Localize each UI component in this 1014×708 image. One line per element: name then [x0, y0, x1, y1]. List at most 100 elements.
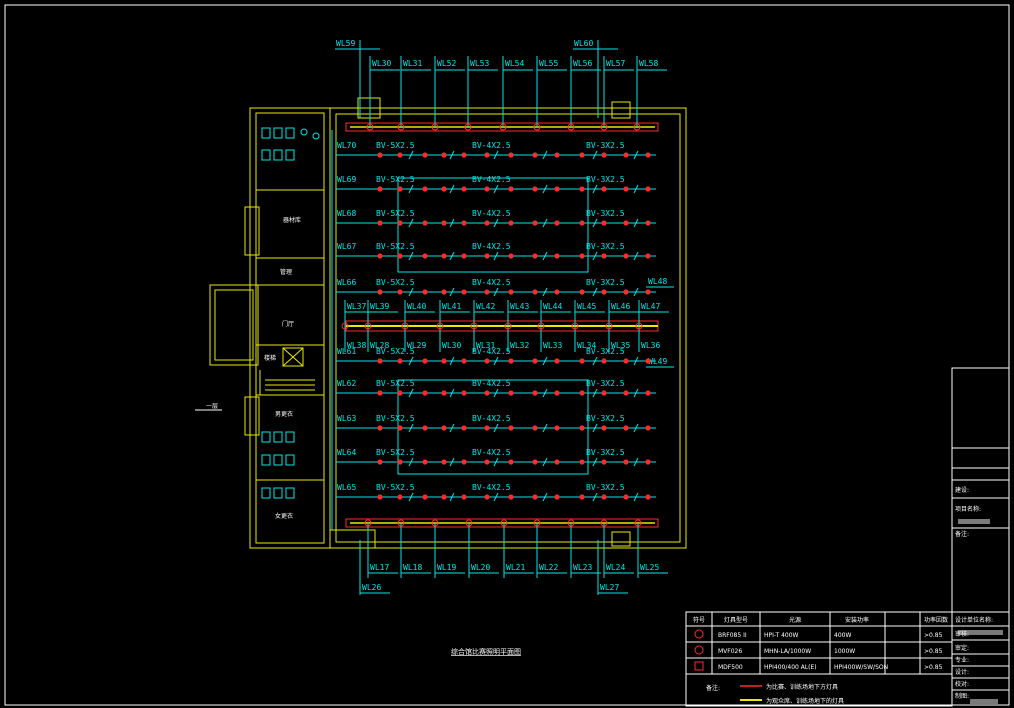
- luminaire-symbol: [377, 390, 383, 396]
- legend-power: HPI400W/SW/SON: [834, 664, 888, 671]
- luminaire-symbol: [623, 289, 629, 295]
- luminaire-symbol: [645, 253, 651, 259]
- title-block-label: 建设:: [955, 486, 969, 494]
- legend-source: HPI400/400 AL(E): [764, 664, 817, 671]
- circuit-label-top: WL58: [639, 59, 658, 68]
- luminaire-symbol: [601, 186, 607, 192]
- cable-spec-label: BV-4X2.5: [472, 175, 511, 184]
- luminaire-symbol: [508, 186, 514, 192]
- luminaire-symbol: [554, 358, 560, 364]
- luminaire-symbol: [422, 494, 428, 500]
- conductor-tick: [449, 356, 455, 366]
- luminaire-symbol: [645, 390, 651, 396]
- conductor-tick: [493, 287, 499, 297]
- circuit-label-top-long: WL60: [574, 39, 593, 48]
- conductor-tick: [633, 150, 639, 160]
- luminaire-symbol: [554, 459, 560, 465]
- circuit-label-center-right: WL49: [648, 357, 667, 366]
- luminaire-symbol: [397, 459, 403, 465]
- luminaire-symbol: [484, 289, 490, 295]
- luminaire-symbol: [484, 425, 490, 431]
- title-block-label: 备注:: [955, 530, 969, 538]
- luminaire-symbol: [508, 425, 514, 431]
- conductor-tick: [633, 184, 639, 194]
- luminaire-symbol: [484, 186, 490, 192]
- legend-pf: >0.85: [924, 664, 943, 671]
- luminaire-symbol: [461, 494, 467, 500]
- cable-spec-label: BV-4X2.5: [472, 347, 511, 356]
- luminaire-symbol: [422, 459, 428, 465]
- circuit-label-top-long: WL59: [336, 39, 355, 48]
- conductor-tick: [633, 457, 639, 467]
- cable-spec-label: BV-3X2.5: [586, 448, 625, 457]
- conductor-tick: [493, 150, 499, 160]
- luminaire-symbol: [461, 220, 467, 226]
- luminaire-symbol: [422, 358, 428, 364]
- luminaire-symbol: [532, 425, 538, 431]
- luminaire-symbol: [601, 425, 607, 431]
- row-circuit-label: WL66: [337, 278, 356, 287]
- circuit-label-center-top: WL46: [611, 302, 630, 311]
- luminaire-symbol: [605, 322, 613, 330]
- conductor-tick: [449, 423, 455, 433]
- legend-note-1: 为比赛、训练场地下方灯具: [766, 683, 838, 691]
- luminaire-symbol: [422, 289, 428, 295]
- conductor-tick: [542, 287, 548, 297]
- circuit-label-center-bottom: WL35: [611, 341, 630, 350]
- luminaire-symbol: [461, 459, 467, 465]
- cable-spec-label: BV-4X2.5: [472, 379, 511, 388]
- title-block: [951, 367, 1010, 706]
- cable-spec-label: BV-3X2.5: [586, 278, 625, 287]
- luminaire-symbol: [484, 494, 490, 500]
- luminaire-symbol: [508, 289, 514, 295]
- conductor-tick: [542, 218, 548, 228]
- luminaire-symbol: [532, 494, 538, 500]
- luminaire-symbol: [579, 289, 585, 295]
- top-edge-light-strip: [345, 122, 659, 132]
- cable-spec-label: BV-5X2.5: [376, 414, 415, 423]
- luminaire-symbol: [499, 123, 507, 131]
- luminaire-symbol: [645, 220, 651, 226]
- luminaire-symbol: [441, 152, 447, 158]
- luminaire-symbol: [397, 390, 403, 396]
- circuit-label-top: WL54: [505, 59, 524, 68]
- luminaire-symbol: [554, 390, 560, 396]
- cable-spec-label: BV-3X2.5: [586, 483, 625, 492]
- conductor-tick: [542, 457, 548, 467]
- circuit-label-center-top: WL45: [577, 302, 596, 311]
- luminaire-symbol: [461, 358, 467, 364]
- luminaire-symbol: [601, 289, 607, 295]
- luminaire-symbol: [633, 123, 641, 131]
- luminaire-symbol: [461, 186, 467, 192]
- legend-symbols: [694, 629, 704, 671]
- luminaire-symbol: [377, 425, 383, 431]
- luminaire-symbol: [579, 358, 585, 364]
- conductor-tick: [449, 492, 455, 502]
- title-block-label: 审定:: [955, 644, 969, 652]
- cable-spec-label: BV-4X2.5: [472, 483, 511, 492]
- luminaire-symbol: [461, 425, 467, 431]
- cable-spec-label: BV-5X2.5: [376, 483, 415, 492]
- conductor-tick: [542, 492, 548, 502]
- luminaire-symbol: [579, 186, 585, 192]
- luminaire-symbol: [600, 519, 608, 527]
- luminaire-symbol: [377, 152, 383, 158]
- legend-note-label: 备注:: [706, 684, 720, 692]
- luminaire-symbol: [579, 253, 585, 259]
- luminaire-symbol: [645, 186, 651, 192]
- conductor-tick: [408, 287, 414, 297]
- luminaire-symbol: [484, 253, 490, 259]
- legend-table: [685, 611, 953, 707]
- luminaire-symbol: [567, 123, 575, 131]
- luminaire-symbol: [364, 322, 372, 330]
- luminaire-symbol: [567, 519, 575, 527]
- title-block-label: 专业:: [955, 656, 969, 664]
- luminaire-symbol: [441, 425, 447, 431]
- circuit-label-center-bottom: WL34: [577, 341, 596, 350]
- conductor-tick: [592, 218, 598, 228]
- conductor-tick: [542, 251, 548, 261]
- title-block-label: 校对:: [955, 680, 969, 688]
- row-circuit-label: WL68: [337, 209, 356, 218]
